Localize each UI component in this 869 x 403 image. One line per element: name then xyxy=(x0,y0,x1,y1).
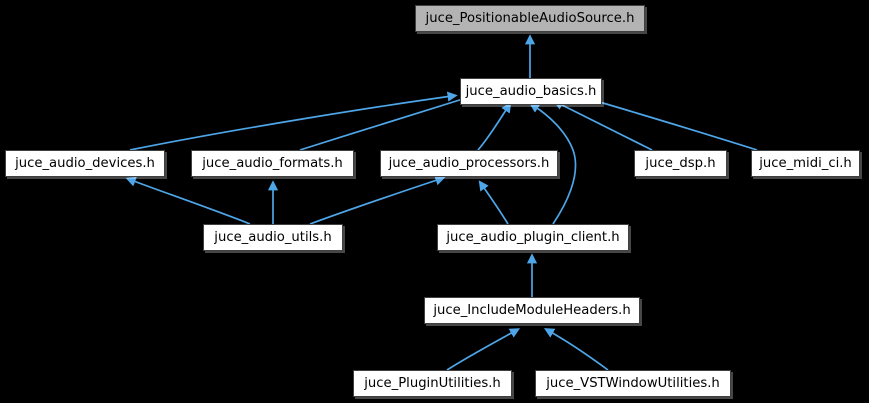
graph-edge xyxy=(125,176,251,225)
node-label: juce_audio_utils.h xyxy=(214,229,332,245)
node-utils[interactable]: juce_audio_utils.h xyxy=(203,224,343,251)
node-basics[interactable]: juce_audio_basics.h xyxy=(460,78,602,105)
node-pluginclient[interactable]: juce_audio_plugin_client.h xyxy=(437,224,629,251)
node-devices[interactable]: juce_audio_devices.h xyxy=(5,150,165,177)
node-midici[interactable]: juce_midi_ci.h xyxy=(751,150,860,177)
node-label: juce_IncludeModuleHeaders.h xyxy=(433,302,631,318)
node-includemh[interactable]: juce_IncludeModuleHeaders.h xyxy=(424,297,640,324)
graph-edge xyxy=(309,175,446,225)
node-pluginutil[interactable]: juce_PluginUtilities.h xyxy=(353,370,512,397)
node-processors[interactable]: juce_audio_processors.h xyxy=(380,150,558,177)
node-label: juce_audio_basics.h xyxy=(465,83,597,99)
node-dsp[interactable]: juce_dsp.h xyxy=(634,150,727,177)
graph-edge xyxy=(477,102,512,151)
node-positionable[interactable]: juce_PositionableAudioSource.h xyxy=(415,5,645,32)
graph-edge xyxy=(129,91,458,151)
node-label: juce_PositionableAudioSource.h xyxy=(425,10,635,26)
graph-edge xyxy=(299,94,472,151)
graph-edge xyxy=(478,180,509,225)
node-label: juce_audio_plugin_client.h xyxy=(446,229,620,245)
node-label: juce_audio_devices.h xyxy=(15,155,155,171)
graph-edge xyxy=(529,102,577,225)
graph-edge xyxy=(552,100,653,151)
node-label: juce_audio_formats.h xyxy=(202,155,343,171)
graph-edge xyxy=(543,328,609,371)
node-label: juce_dsp.h xyxy=(645,155,716,171)
edge-group xyxy=(125,34,758,371)
node-label: juce_audio_processors.h xyxy=(388,155,550,171)
graph-edge xyxy=(446,328,521,371)
node-label: juce_midi_ci.h xyxy=(759,155,852,171)
node-vstwindow[interactable]: juce_VSTWindowUtilities.h xyxy=(535,370,731,397)
node-label: juce_PluginUtilities.h xyxy=(364,375,501,391)
node-formats[interactable]: juce_audio_formats.h xyxy=(191,150,354,177)
node-label: juce_VSTWindowUtilities.h xyxy=(546,375,720,391)
